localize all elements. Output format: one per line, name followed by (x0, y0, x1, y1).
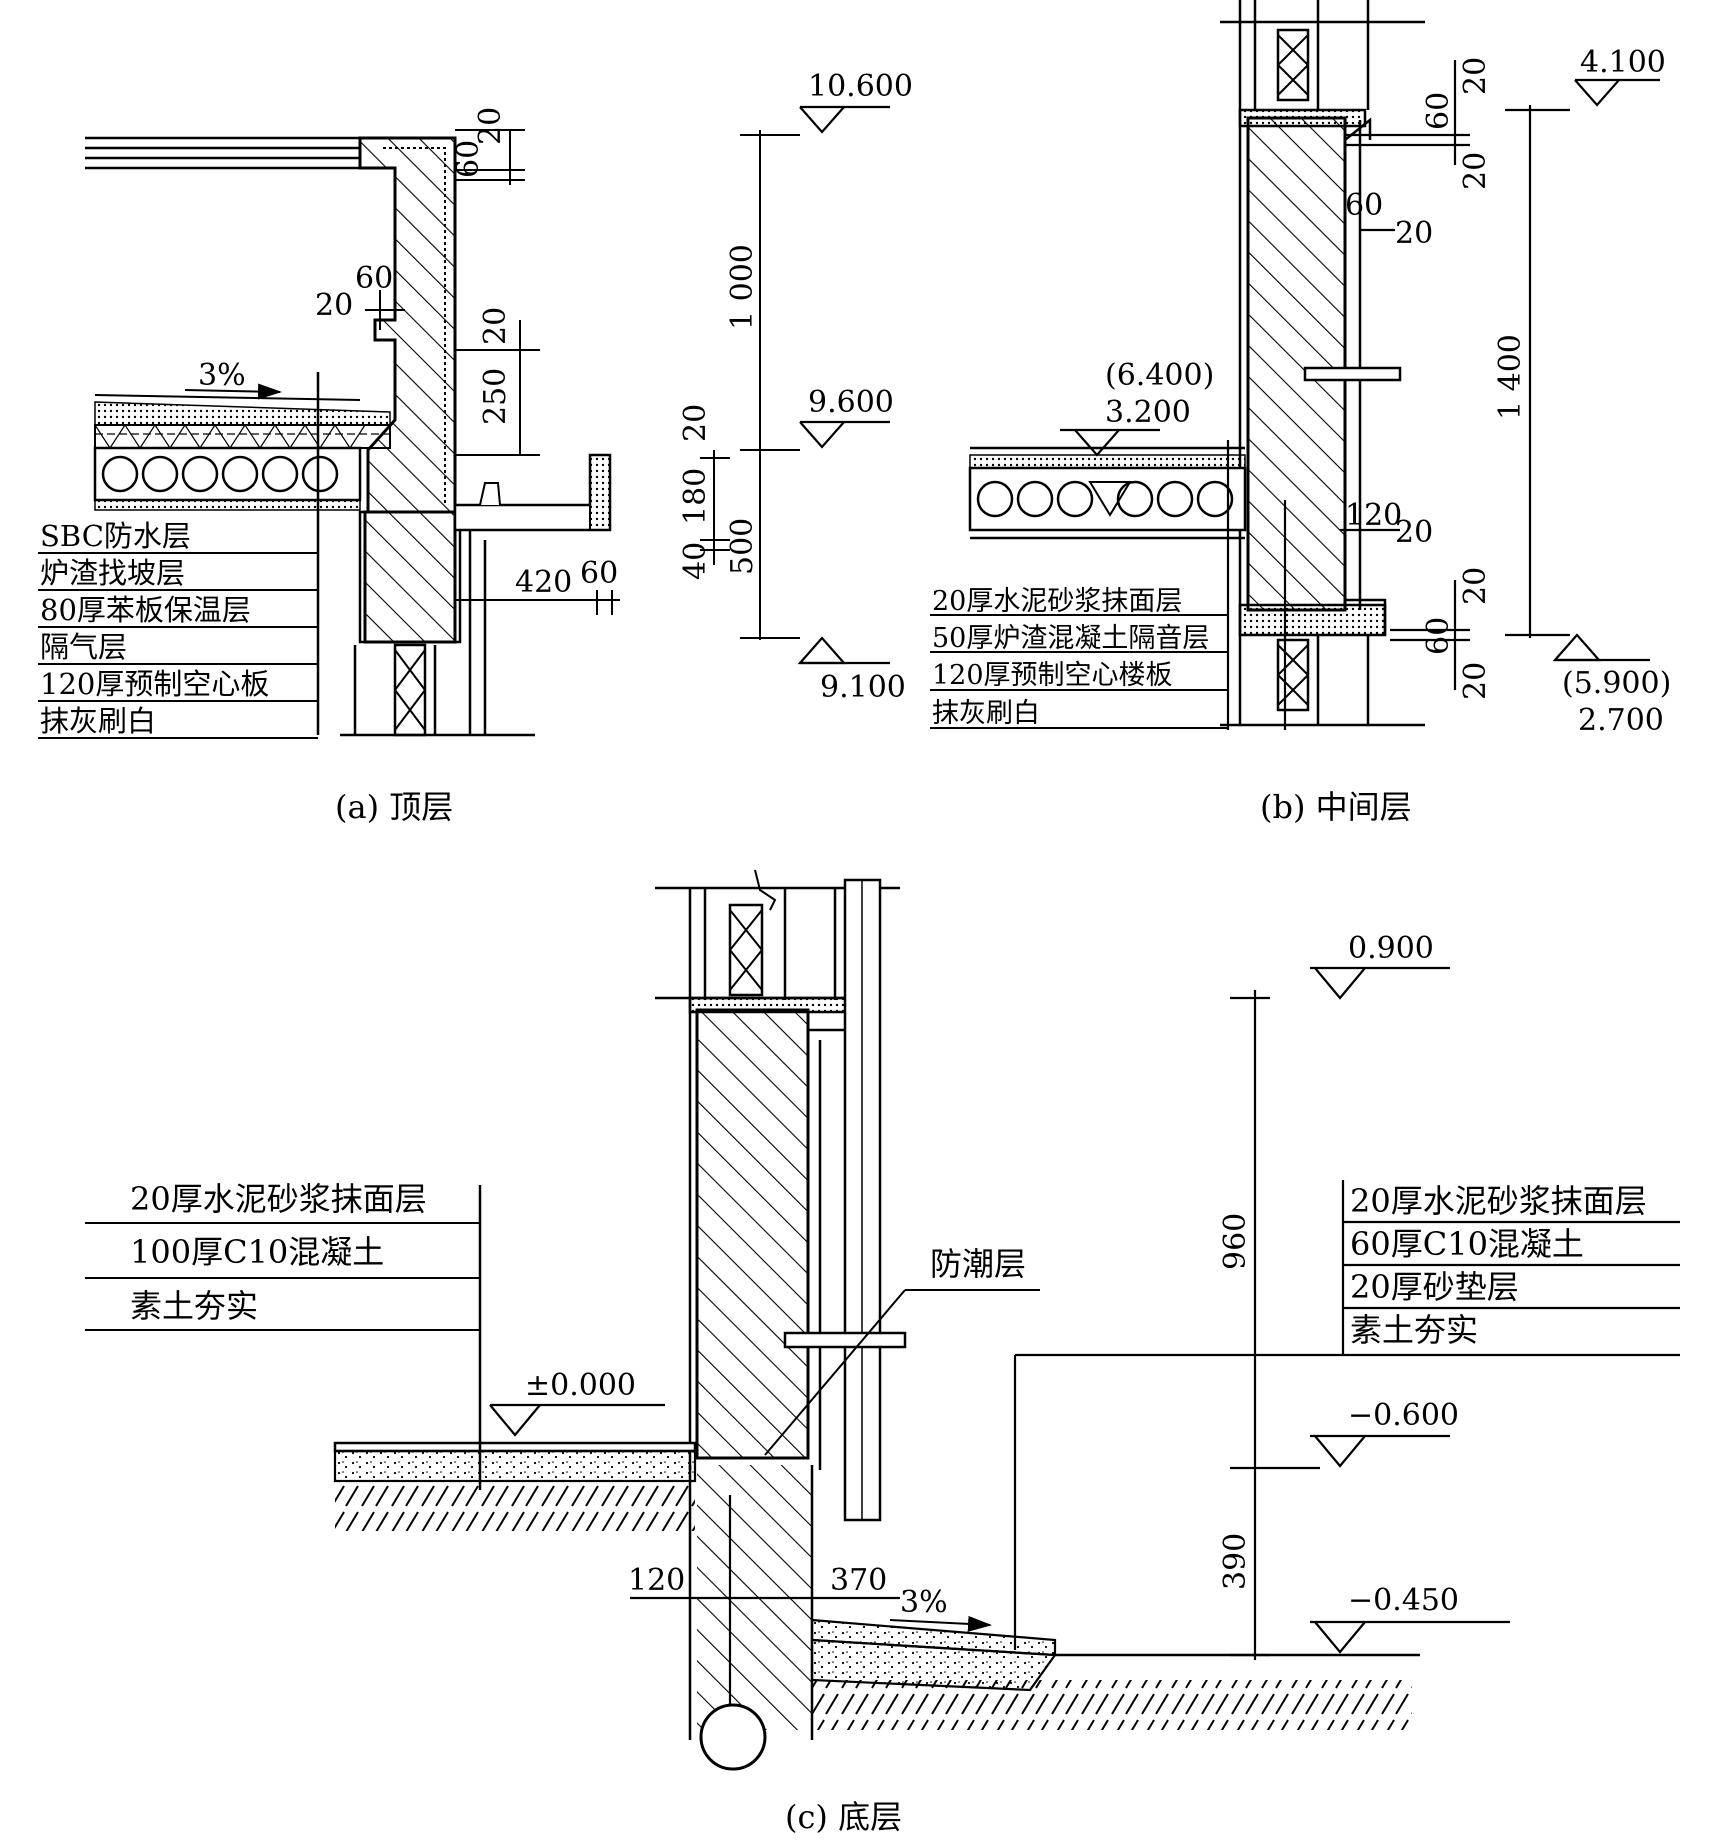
elev-b-6400: (6.400) (1105, 358, 1214, 393)
elev-b-2700: 2.700 (1578, 703, 1664, 738)
layer-c-left-1: 20厚水泥砂浆抹面层 (130, 1180, 427, 1218)
dim-c-390: 390 (1218, 1533, 1253, 1590)
layer-labels-c-right: 20厚水泥砂浆抹面层 60厚C10混凝土 20厚砂垫层 素土夯实 (1350, 1182, 1647, 1349)
layer-table-b (930, 614, 1228, 729)
dim-a-20d: 20 (678, 404, 713, 442)
slope-label-c: 3% (900, 1585, 948, 1620)
elev-c-zero: ±0.000 (525, 1368, 636, 1403)
roof-top-lines (85, 136, 360, 170)
dim-a-420: 420 (515, 565, 572, 600)
layer-b-1: 20厚水泥砂浆抹面层 (932, 586, 1182, 617)
drain-pipe (699, 1703, 767, 1771)
panel-a: 3% SBC防水层 炉渣找坡层 80厚苯板保温层 隔气层 120厚预制空心板 抹… (38, 69, 913, 826)
hollow-cores-a (101, 455, 339, 493)
layer-a-5: 120厚预制空心板 (40, 667, 269, 701)
elev-c-0900: 0.900 (1348, 931, 1434, 966)
floor-c-left (333, 1441, 697, 1453)
panel-c: 防潮层 20厚水泥砂浆抹面层 100厚C10混凝土 素土夯实 ±0.000 3% (85, 869, 1680, 1836)
caption-c: (c) 底层 (785, 1798, 902, 1836)
dim-a-1000: 1 000 (725, 244, 760, 330)
elev-b-4100: 4.100 (1580, 45, 1666, 80)
dim-c-370: 370 (830, 1563, 887, 1598)
wall-b (1246, 116, 1347, 612)
layer-a-4: 隔气层 (40, 630, 127, 664)
window-frame-a (393, 643, 427, 737)
layer-labels-b: 20厚水泥砂浆抹面层 50厚炉渣混凝土隔音层 120厚预制空心楼板 抹灰刷白 (932, 586, 1209, 729)
dim-b-120: 120 (1345, 498, 1402, 533)
dim-c-120: 120 (628, 1563, 685, 1598)
dim-b-20e: 20 (1458, 567, 1493, 605)
dim-b-60c: 60 (1421, 617, 1456, 655)
layer-c-left-3: 素土夯实 (130, 1287, 258, 1325)
elev-b-3200: 3.200 (1105, 395, 1191, 430)
dim-a-250: 250 (478, 368, 513, 425)
damp-proof-course (783, 1331, 907, 1349)
layer-table-c-left (85, 1222, 480, 1331)
wall-a (363, 510, 457, 644)
dpc-label: 防潮层 (930, 1245, 1026, 1283)
dim-a-20c: 20 (478, 307, 513, 345)
layer-c-left-2: 100厚C10混凝土 (130, 1233, 384, 1271)
dim-b-1400: 1 400 (1493, 334, 1528, 420)
dim-a-20: 20 (473, 107, 508, 145)
dim-a-40: 40 (678, 542, 713, 580)
layer-b-3: 120厚预制空心楼板 (932, 660, 1173, 691)
slope-label-a: 3% (198, 358, 246, 393)
caption-a: (a) 顶层 (335, 788, 453, 826)
elev-a-10600: 10.600 (808, 69, 913, 104)
dim-b-60b: 60 (1345, 188, 1383, 223)
layer-b-2: 50厚炉渣混凝土隔音层 (932, 623, 1209, 654)
caption-b: (b) 中间层 (1260, 788, 1412, 826)
dim-b-20f: 20 (1458, 662, 1493, 700)
layer-a-2: 炉渣找坡层 (40, 556, 185, 590)
wall-c (695, 1008, 810, 1460)
layer-c-right-1: 20厚水泥砂浆抹面层 (1350, 1182, 1647, 1220)
dim-b-20d: 20 (1395, 515, 1433, 550)
dim-a-500: 500 (725, 518, 760, 575)
dim-a-20b: 20 (315, 288, 353, 323)
layer-a-1: SBC防水层 (40, 519, 191, 553)
elev-a-9100: 9.100 (820, 670, 906, 705)
elev-c-minus0450: −0.450 (1348, 1583, 1459, 1618)
dim-c-960: 960 (1218, 1213, 1253, 1270)
hollow-cores-b (976, 480, 1234, 518)
layer-c-right-2: 60厚C10混凝土 (1350, 1225, 1584, 1263)
elev-c-minus0600: −0.600 (1348, 1398, 1459, 1433)
elev-b-5900: (5.900) (1562, 666, 1671, 701)
dim-b-20b: 20 (1458, 152, 1493, 190)
dim-a-180: 180 (678, 468, 713, 525)
dim-b-20: 20 (1458, 57, 1493, 95)
dim-b-20c: 20 (1395, 216, 1433, 251)
layer-table-a (38, 552, 318, 739)
layer-c-right-3: 20厚砂垫层 (1350, 1268, 1519, 1306)
dim-a-60b: 60 (355, 261, 393, 296)
elev-a-9600: 9.600 (808, 385, 894, 420)
layer-c-right-4: 素土夯实 (1350, 1311, 1478, 1349)
layer-labels-c-left: 20厚水泥砂浆抹面层 100厚C10混凝土 素土夯实 (130, 1180, 427, 1325)
parapet-wall (358, 136, 457, 514)
layer-a-3: 80厚苯板保温层 (40, 593, 251, 627)
dim-a-60c: 60 (580, 556, 618, 591)
panel-b: 20厚水泥砂浆抹面层 50厚炉渣混凝土隔音层 120厚预制空心楼板 抹灰刷白 (930, 0, 1671, 826)
window-frame-c (728, 903, 764, 997)
layer-table-c-right (1343, 1220, 1680, 1310)
layer-labels-a: SBC防水层 炉渣找坡层 80厚苯板保温层 隔气层 120厚预制空心板 抹灰刷白 (40, 519, 269, 738)
cornice-a (453, 453, 612, 532)
layer-a-6: 抹灰刷白 (40, 704, 156, 738)
dim-a-60: 60 (451, 140, 486, 178)
dim-b-60: 60 (1421, 92, 1456, 130)
layer-b-4: 抹灰刷白 (932, 698, 1040, 729)
